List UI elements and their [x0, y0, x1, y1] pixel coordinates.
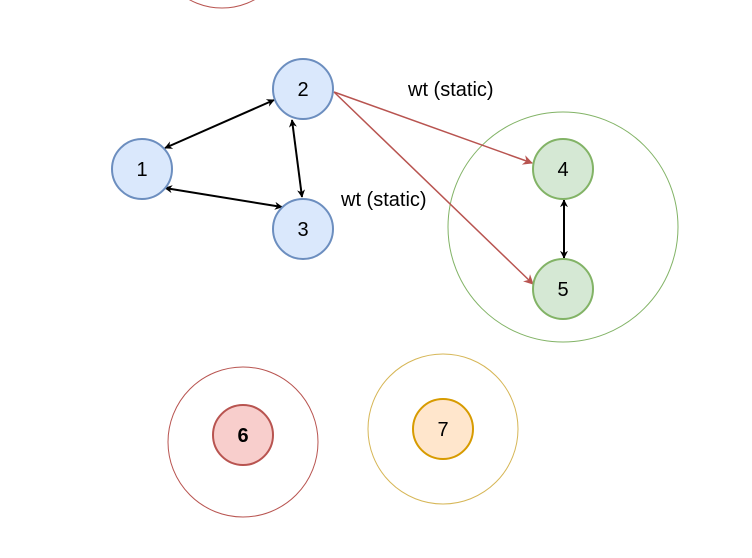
node-7-label: 7	[437, 419, 448, 441]
edge-1-3	[164, 185, 283, 210]
node-2: 2	[272, 58, 334, 120]
edge-label-2-4: wt (static)	[407, 79, 494, 101]
node-1-circle	[111, 138, 173, 200]
node-4-circle	[532, 138, 594, 200]
node-5: 5	[532, 258, 594, 320]
node-7-circle	[412, 398, 474, 460]
edge-label-2-5: wt (static)	[340, 189, 427, 211]
node-1-label: 1	[136, 159, 147, 181]
node-3-circle	[272, 198, 334, 260]
node-6: 6	[212, 404, 274, 466]
node-2-circle	[272, 58, 334, 120]
edge-2-5	[333, 91, 534, 285]
group-circle-red	[167, 366, 319, 518]
node-3: 3	[272, 198, 334, 260]
node-6-circle	[212, 404, 274, 466]
edge-1-2	[164, 99, 275, 149]
node-3-label: 3	[297, 219, 308, 241]
edge-2-4	[333, 91, 533, 165]
node-4-label: 4	[557, 159, 568, 181]
node-7: 7	[412, 398, 474, 460]
node-5-label: 5	[557, 279, 568, 301]
node-4: 4	[532, 138, 594, 200]
node-6-label: 6	[237, 425, 248, 447]
node-2-label: 2	[297, 79, 308, 101]
node-5-circle	[532, 258, 594, 320]
node-1: 1	[111, 138, 173, 200]
edge-2-3	[288, 119, 306, 198]
group-circle-top-partial	[188, 0, 256, 9]
group-circle-orange	[367, 353, 519, 505]
group-circle-green	[447, 111, 679, 343]
